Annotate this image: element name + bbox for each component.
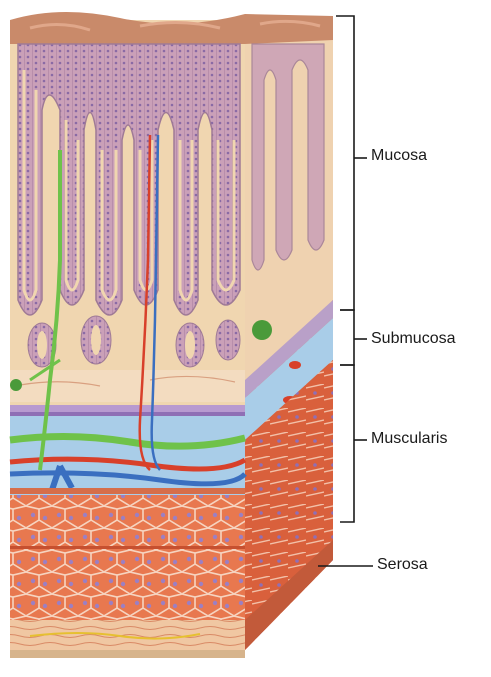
mucosa-top-surface <box>10 12 333 44</box>
lymphoid-nodule <box>252 320 272 340</box>
mucosa-label: Mucosa <box>371 148 427 164</box>
submucosa-bracket <box>340 310 354 365</box>
muscularis-label: Muscularis <box>371 431 447 447</box>
mucosa-bracket <box>336 16 354 310</box>
muscularis-bracket <box>340 365 354 522</box>
submucosa-label: Submucosa <box>371 331 456 347</box>
serosa-label: Serosa <box>377 557 428 573</box>
tissue-block <box>10 12 333 658</box>
